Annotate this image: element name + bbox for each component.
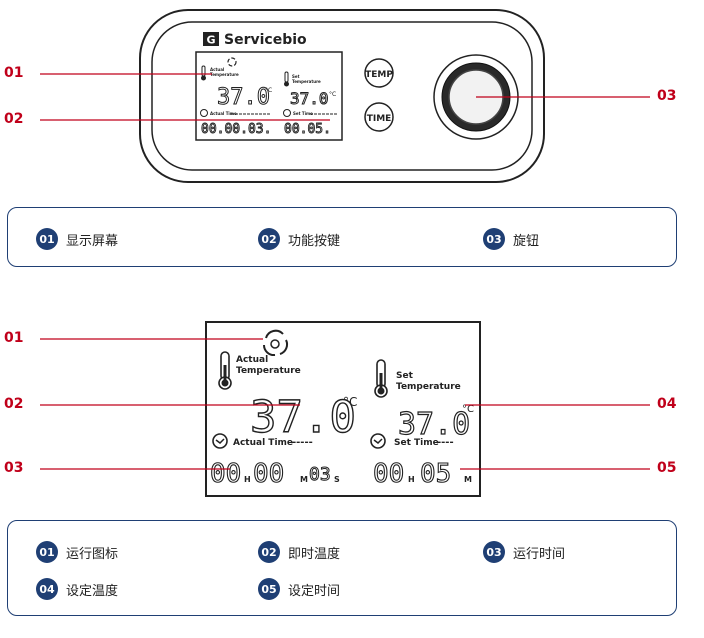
legend2-badge-5: 05 bbox=[258, 578, 280, 600]
actual-time-minutes: 00 bbox=[253, 459, 284, 489]
temp-button-label: TEMP bbox=[365, 70, 393, 80]
legend1-label-3: 旋钮 bbox=[513, 233, 540, 249]
actual-time-seconds: 03 bbox=[309, 464, 331, 485]
legend2-label-2: 即时温度 bbox=[288, 546, 341, 562]
callout-lcd-04: 04 bbox=[657, 396, 677, 412]
clock-icon-set bbox=[370, 433, 386, 449]
unit-m-set: M bbox=[464, 475, 472, 484]
actual-time-dashes: ----- bbox=[292, 437, 313, 448]
callout-03-top: 03 bbox=[657, 88, 677, 104]
actual-unit-small: °C bbox=[265, 87, 272, 94]
thermometer-icon-set bbox=[374, 359, 388, 398]
set-time-dashes: ---- bbox=[437, 437, 454, 448]
actual-time-label-small: Actual Time bbox=[210, 111, 237, 116]
legend-box-1: 01 显示屏幕 02 功能按键 03 旋钮 bbox=[7, 207, 677, 267]
set-time-label-small: Set Time bbox=[293, 111, 313, 116]
callout-01-top: 01 bbox=[4, 65, 24, 81]
legend2-badge-1: 01 bbox=[36, 541, 58, 563]
thermometer-icon-small-2 bbox=[284, 71, 289, 87]
legend1-item-1: 01 显示屏幕 bbox=[36, 228, 118, 250]
legend2-badge-4: 04 bbox=[36, 578, 58, 600]
actual-temp-small: 37.0 bbox=[217, 85, 270, 110]
set-label-2-small: Temperature bbox=[292, 79, 321, 84]
actual-label-2-small: Temperature bbox=[210, 72, 239, 77]
clock-icon-small bbox=[200, 109, 208, 117]
brand-logo-icon bbox=[203, 32, 219, 46]
legend-box-2: 01 运行图标 02 即时温度 03 运行时间 04 设定温度 05 设定时间 bbox=[7, 520, 677, 616]
time-button[interactable]: TIME bbox=[364, 102, 394, 132]
callout-lcd-03: 03 bbox=[4, 460, 24, 476]
callout-lcd-05: 05 bbox=[657, 460, 677, 476]
temp-button[interactable]: TEMP bbox=[364, 58, 394, 88]
lcd-screen-small bbox=[195, 51, 343, 141]
actual-time-label: Actual Time bbox=[233, 438, 293, 448]
actual-label-1: Actual bbox=[236, 355, 268, 365]
clock-icon-actual bbox=[212, 433, 228, 449]
legend1-label-1: 显示屏幕 bbox=[66, 233, 119, 249]
legend2-label-3: 运行时间 bbox=[513, 546, 566, 562]
actual-label-2: Temperature bbox=[236, 366, 301, 376]
set-time-label: Set Time bbox=[394, 438, 439, 448]
set-label-1: Set bbox=[396, 371, 414, 381]
set-label-2: Temperature bbox=[396, 382, 461, 392]
set-unit-small: °C bbox=[329, 91, 336, 98]
legend1-label-2: 功能按键 bbox=[288, 233, 341, 249]
run-icon-small bbox=[227, 57, 237, 67]
legend2-badge-3: 03 bbox=[483, 541, 505, 563]
legend2-item-1: 01 运行图标 bbox=[36, 541, 118, 563]
legend2-item-5: 05 设定时间 bbox=[258, 578, 340, 600]
legend2-item-4: 04 设定温度 bbox=[36, 578, 118, 600]
legend2-label-4: 设定温度 bbox=[66, 583, 119, 599]
legend2-item-3: 03 运行时间 bbox=[483, 541, 565, 563]
callout-02-top: 02 bbox=[4, 111, 24, 127]
legend1-badge-3: 03 bbox=[483, 228, 505, 250]
time-button-label: TIME bbox=[367, 114, 392, 124]
unit-h-actual: H bbox=[244, 475, 251, 484]
legend2-label-1: 运行图标 bbox=[66, 546, 119, 562]
legend1-item-3: 03 旋钮 bbox=[483, 228, 539, 250]
legend1-item-2: 02 功能按键 bbox=[258, 228, 340, 250]
legend1-badge-1: 01 bbox=[36, 228, 58, 250]
lcd-screen-large bbox=[205, 321, 481, 497]
device-panel-diagram: G Servicebio Actual Temperature Set Temp… bbox=[40, 9, 650, 183]
thermometer-icon-small bbox=[201, 65, 206, 81]
lcd-enlarged-diagram: Actual Temperature Set Temperature 37.0 … bbox=[40, 321, 650, 497]
thermometer-icon-actual bbox=[218, 351, 232, 390]
legend2-item-2: 02 即时温度 bbox=[258, 541, 340, 563]
actual-temperature-value: 37.0 bbox=[250, 392, 356, 443]
actual-temperature-unit: °C bbox=[343, 395, 357, 409]
callout-lcd-01: 01 bbox=[4, 330, 24, 346]
actual-label-1-small: Actual bbox=[210, 67, 225, 72]
actual-time-small: 00.00.03. bbox=[201, 122, 271, 137]
legend1-badge-2: 02 bbox=[258, 228, 280, 250]
set-temperature-unit: °C bbox=[462, 404, 474, 415]
set-temperature-value: 37.0 bbox=[398, 407, 470, 442]
run-icon bbox=[262, 329, 289, 357]
actual-time-hours: 00 bbox=[210, 459, 241, 489]
clock-icon-small-2 bbox=[283, 109, 291, 117]
unit-h-set: H bbox=[408, 475, 415, 484]
brand-name: Servicebio bbox=[224, 32, 307, 48]
set-temp-small: 37.0 bbox=[290, 89, 329, 108]
legend2-badge-2: 02 bbox=[258, 541, 280, 563]
set-time-hours: 00 bbox=[373, 459, 404, 489]
set-time-minutes: 05 bbox=[420, 459, 451, 489]
legend2-label-5: 设定时间 bbox=[288, 583, 341, 599]
callout-lcd-02: 02 bbox=[4, 396, 24, 412]
set-label-1-small: Set bbox=[292, 74, 300, 79]
brand-logo-letter: G bbox=[206, 34, 215, 47]
set-time-small: 00.05. bbox=[284, 122, 331, 137]
unit-m-actual: M bbox=[300, 475, 308, 484]
unit-s-actual: S bbox=[334, 475, 340, 484]
